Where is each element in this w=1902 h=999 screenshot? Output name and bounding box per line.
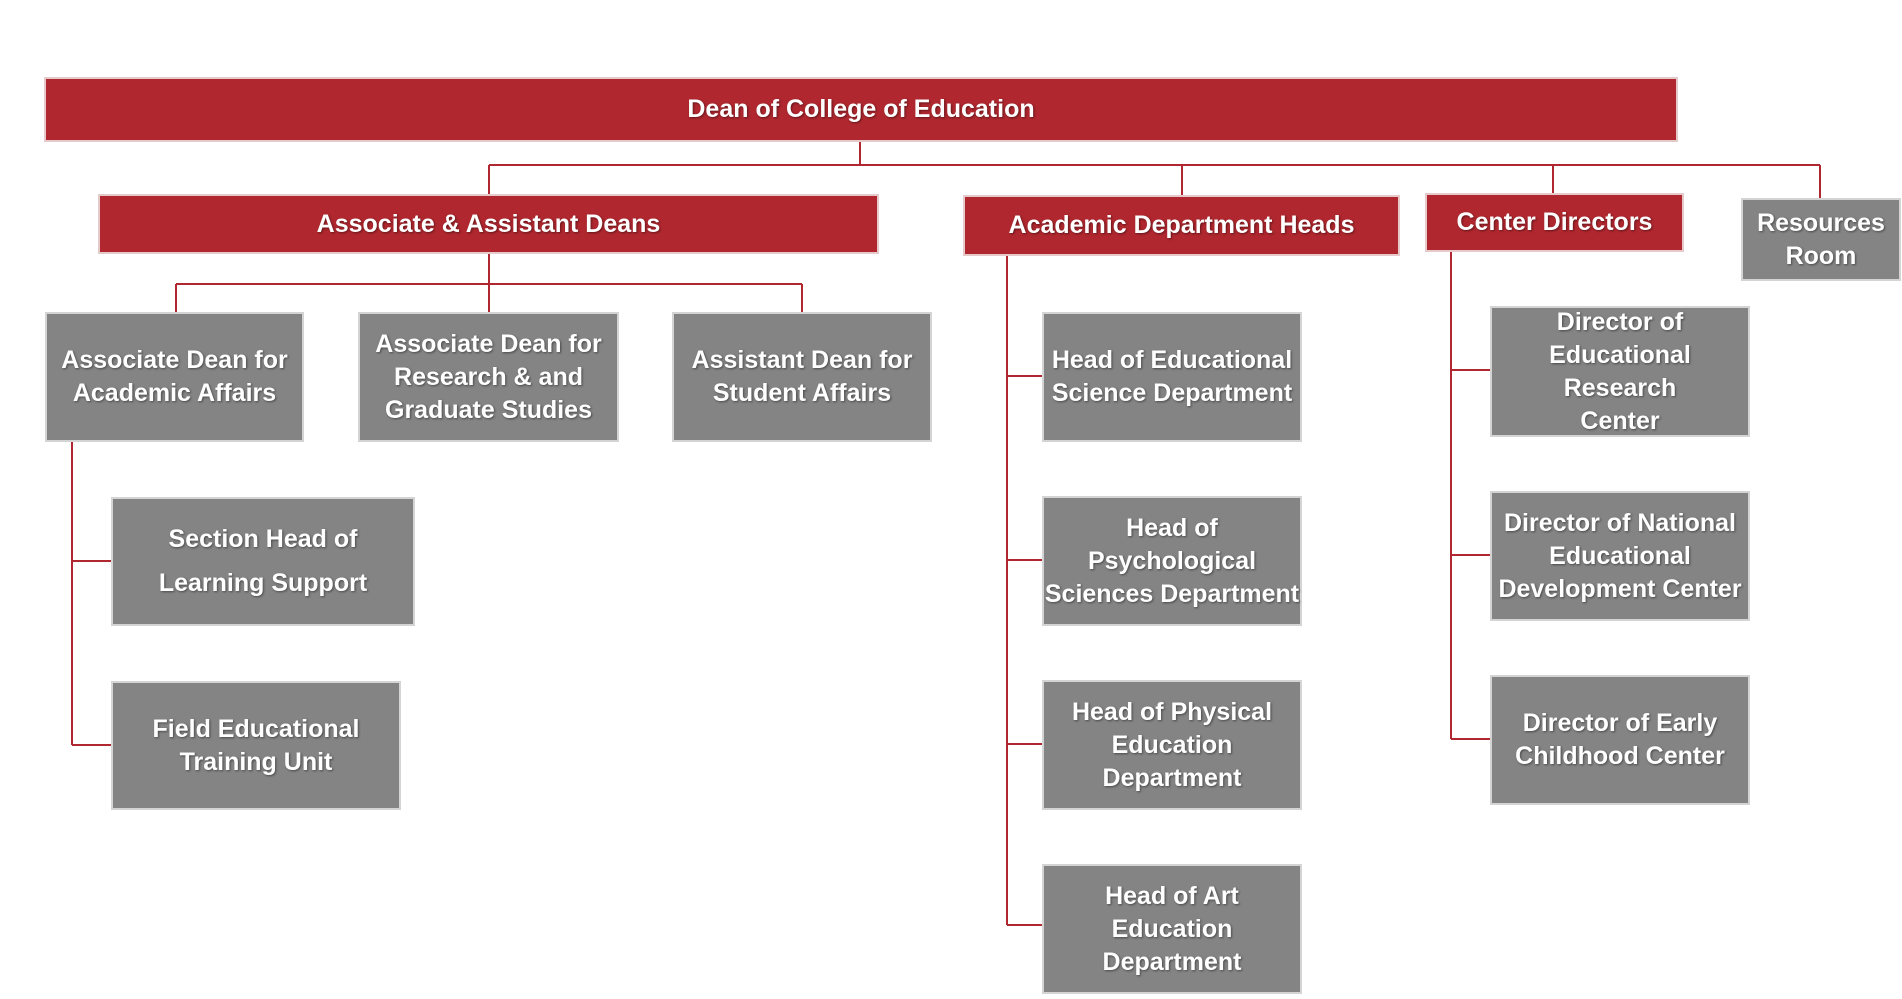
- early-childhood-center-box: Director of Early Childhood Center: [1490, 675, 1750, 805]
- associate-dean-academic-affairs-box: Associate Dean for Academic Affairs: [45, 312, 304, 442]
- center-directors-box: Center Directors: [1425, 193, 1684, 252]
- psychological-sciences-department-box: Head of Psychological Sciences Departmen…: [1042, 496, 1302, 626]
- associate-dean-research-graduate-box: Associate Dean for Research & and Gradua…: [358, 312, 619, 442]
- resources-room-box: Resources Room: [1741, 198, 1901, 281]
- assistant-dean-student-affairs-box: Assistant Dean for Student Affairs: [672, 312, 932, 442]
- educational-research-center-box: Director of Educational Research Center: [1490, 306, 1750, 437]
- field-educational-training-box: Field Educational Training Unit: [111, 681, 401, 810]
- national-educational-development-center-box: Director of National Educational Develop…: [1490, 491, 1750, 621]
- art-education-department-box: Head of Art Education Department: [1042, 864, 1302, 994]
- physical-education-department-box: Head of Physical Education Department: [1042, 680, 1302, 810]
- educational-science-department-box: Head of Educational Science Department: [1042, 312, 1302, 442]
- learning-support-box: Section Head of Learning Support: [111, 497, 415, 626]
- associate-assistant-deans-box: Associate & Assistant Deans: [98, 194, 879, 254]
- dean-box: Dean of College of Education: [44, 77, 1678, 142]
- academic-department-heads-box: Academic Department Heads: [963, 195, 1400, 256]
